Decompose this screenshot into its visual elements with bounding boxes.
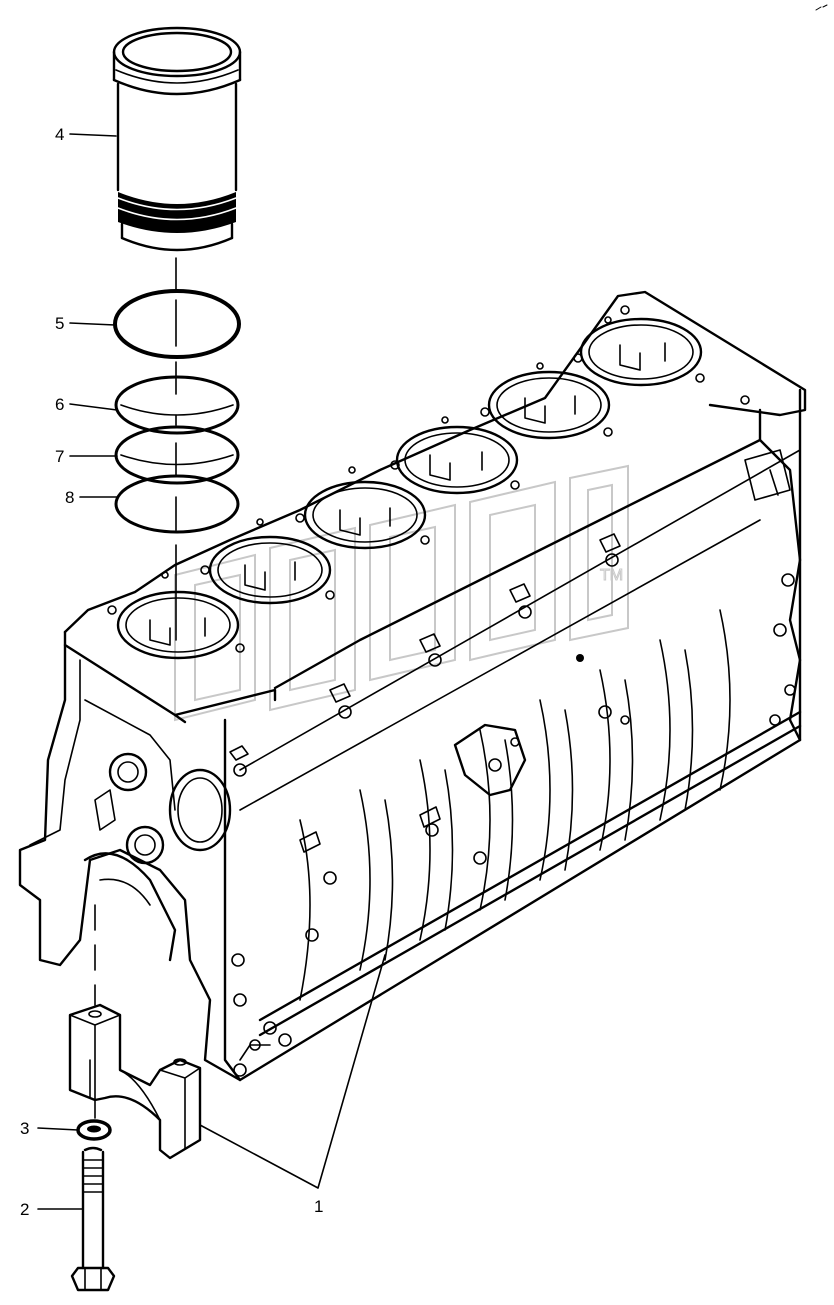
leader-1	[199, 954, 386, 1189]
callout-4: 4	[55, 125, 64, 144]
washer	[76, 1119, 112, 1141]
callout-8: 8	[65, 488, 74, 507]
bolt	[70, 1146, 116, 1292]
callout-3: 3	[20, 1119, 29, 1138]
leader-3	[37, 1127, 79, 1131]
seal-ring-7	[114, 425, 240, 485]
corner-mark-icon	[815, 4, 828, 11]
callout-6: 6	[55, 395, 64, 414]
leader-lines	[37, 133, 386, 1210]
callout-1: 1	[314, 1197, 323, 1216]
svg-text:TM: TM	[600, 567, 623, 584]
cylinder-liner	[112, 26, 242, 252]
leader-4	[69, 133, 117, 137]
seal-ring-6	[114, 375, 240, 435]
engine-block	[18, 290, 807, 1082]
seal-ring-8	[114, 474, 240, 534]
leader-5	[69, 322, 116, 326]
main-bearing-cap	[68, 904, 202, 1160]
watermark-logo: TM	[174, 464, 629, 722]
liner-o-ring	[113, 289, 241, 359]
callout-2: 2	[20, 1200, 29, 1219]
callout-5: 5	[55, 314, 64, 333]
leader-6	[69, 403, 118, 411]
callout-7: 7	[55, 447, 64, 466]
